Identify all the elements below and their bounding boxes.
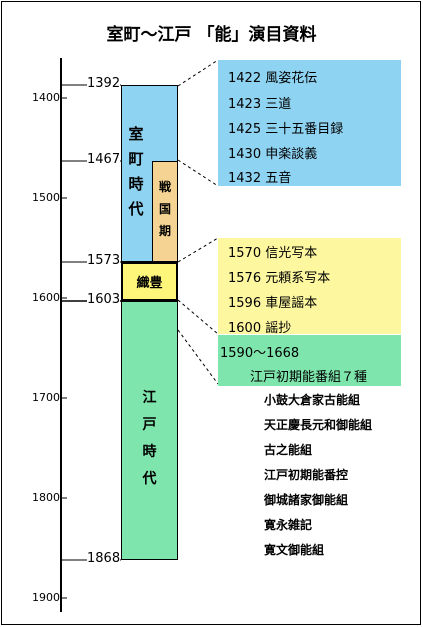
year-marker: 1392 bbox=[87, 76, 121, 91]
year-marker: 1573 bbox=[87, 253, 121, 268]
muromachi-works-box bbox=[218, 60, 401, 186]
work-item: 1432 五音 bbox=[228, 171, 292, 186]
edo-list-item: 寛文御能組 bbox=[264, 543, 325, 557]
edo-list-item: 天正慶長元和御能組 bbox=[264, 418, 373, 432]
year-marker: 1603 bbox=[87, 292, 121, 307]
edo-list-item: 古之能組 bbox=[264, 443, 313, 457]
tick-label: 1700 bbox=[32, 391, 60, 404]
dashed-connector bbox=[177, 59, 219, 87]
tick-label: 1400 bbox=[32, 91, 60, 104]
dashed-connector bbox=[177, 159, 219, 187]
edo-list-item: 御城諸家御能組 bbox=[264, 493, 349, 507]
work-item: 1590～1668 bbox=[220, 346, 300, 361]
sengoku-period-label: 戦 国 期 bbox=[158, 180, 171, 238]
tick-label: 1500 bbox=[32, 191, 60, 204]
page-title: 室町～江戸 「能」演目資料 bbox=[106, 25, 317, 45]
edo-early-works-box bbox=[218, 335, 401, 386]
edo-period-bar bbox=[121, 301, 178, 560]
edo-period-label: 江 戸 時 代 bbox=[142, 390, 157, 487]
year-marker: 1467 bbox=[87, 152, 121, 167]
work-item: 江戸初期能番組７種 bbox=[250, 370, 368, 385]
shokuho-period-label: 織豊 bbox=[136, 276, 163, 291]
shokuho-works-box bbox=[218, 238, 401, 334]
shokuho-period-bar bbox=[121, 262, 178, 301]
dashed-connector bbox=[177, 299, 219, 335]
edo-list-item: 寛永雑記 bbox=[264, 518, 313, 532]
edo-list-item: 江戸初期能番控 bbox=[264, 468, 349, 482]
dashed-connector bbox=[177, 329, 219, 385]
work-item: 1430 申楽談義 bbox=[228, 147, 318, 162]
work-item: 1570 信光写本 bbox=[228, 246, 318, 261]
dashed-connector bbox=[177, 237, 219, 263]
edo-list-item: 小鼓大倉家古能組 bbox=[264, 393, 361, 407]
year-marker: 1868 bbox=[87, 551, 121, 566]
work-item: 1423 三道 bbox=[228, 97, 292, 112]
muromachi-period-label: 室 町 時 代 bbox=[128, 125, 144, 218]
work-item: 1600 謡抄 bbox=[228, 321, 292, 336]
sengoku-period-bar bbox=[152, 161, 178, 262]
work-item: 1576 元頼系写本 bbox=[228, 271, 331, 286]
work-item: 1596 車屋謡本 bbox=[228, 296, 318, 311]
work-item: 1422 風姿花伝 bbox=[228, 71, 318, 86]
tick-label: 1900 bbox=[32, 591, 60, 604]
work-item: 1425 三十五番目録 bbox=[228, 122, 344, 137]
tick-label: 1600 bbox=[32, 291, 60, 304]
tick-label: 1800 bbox=[32, 491, 60, 504]
